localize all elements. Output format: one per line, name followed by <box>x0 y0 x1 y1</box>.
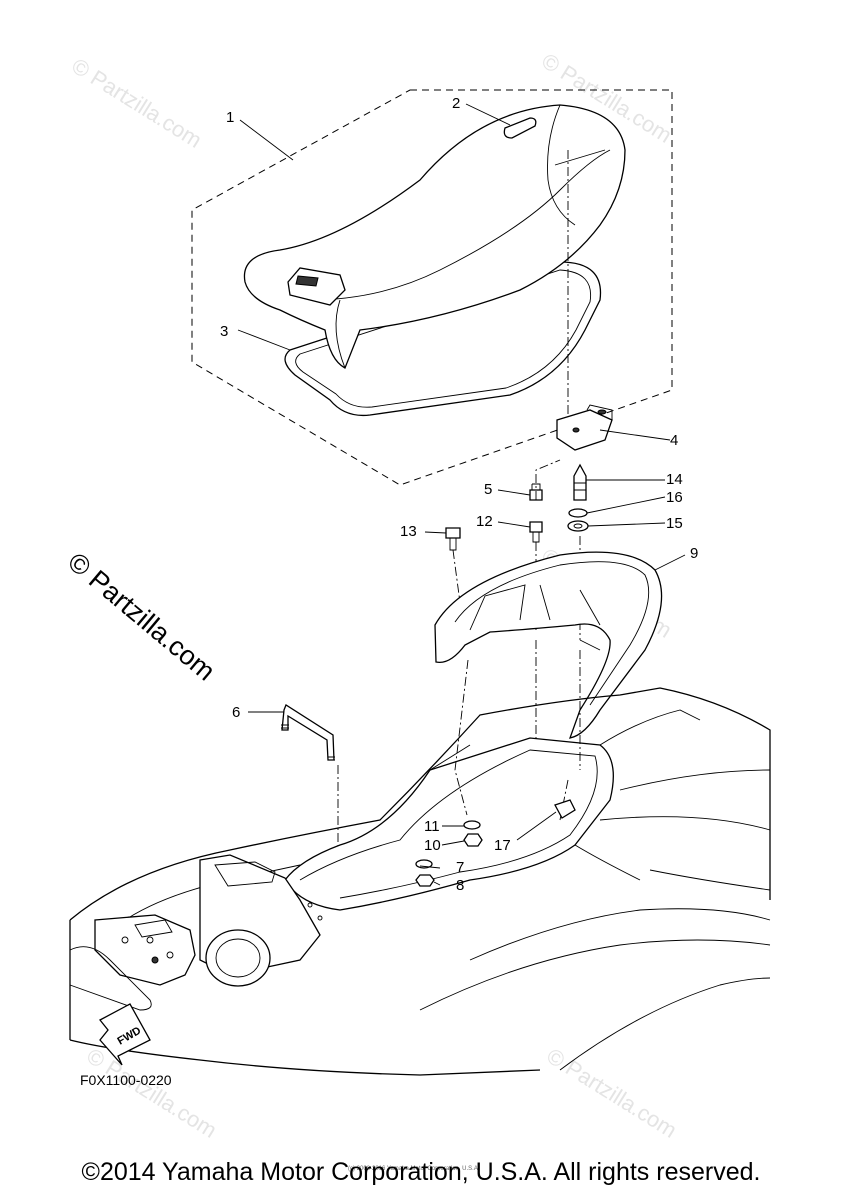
callout-6: 6 <box>232 704 240 721</box>
latch-hardware <box>445 404 613 641</box>
nut-part-10 <box>463 833 483 847</box>
washer-part-16 <box>568 508 588 518</box>
watermark-small: © Partzilla.com <box>542 1043 681 1143</box>
watermark-large: © Partzilla.com <box>62 547 221 687</box>
washer-part-15 <box>567 520 589 532</box>
striker-part-14 <box>573 463 587 501</box>
callout-5: 5 <box>484 481 492 498</box>
part-code: F0X1100-0220 <box>80 1072 172 1088</box>
callout-12: 12 <box>476 513 493 530</box>
steering-plate <box>94 914 196 986</box>
leader-lines <box>237 103 686 886</box>
nut-part-8 <box>415 874 435 887</box>
callout-2: 2 <box>452 95 460 112</box>
clip-part-17 <box>554 799 576 819</box>
hook-part-6 <box>281 704 339 905</box>
bolt-part-13 <box>445 527 461 539</box>
hull-deck <box>69 640 771 1076</box>
gauge-hole <box>205 929 271 987</box>
seat-assembly <box>191 89 673 486</box>
callout-16: 16 <box>666 489 683 506</box>
rear-grip-part-9 <box>434 551 663 739</box>
latch-bracket-part-4 <box>556 409 613 451</box>
callout-7: 7 <box>456 859 464 876</box>
callouts: 1 2 3 4 5 6 7 8 9 10 11 12 13 14 15 16 1… <box>220 95 698 894</box>
callout-17: 17 <box>494 837 511 854</box>
callout-13: 13 <box>400 523 417 540</box>
washer-part-11 <box>463 820 481 830</box>
callout-10: 10 <box>424 837 441 854</box>
callout-3: 3 <box>220 323 228 340</box>
callout-14: 14 <box>666 471 683 488</box>
watermark-small: © Partzilla.com <box>67 53 206 153</box>
callout-1: 1 <box>226 109 234 126</box>
callout-11: 11 <box>424 818 440 835</box>
fine-print: (c) 2008-2016 Yamaha Motor Corporation, … <box>348 1166 480 1172</box>
seat-handle-part-2 <box>503 117 537 139</box>
callout-8: 8 <box>456 877 464 894</box>
callout-4: 4 <box>670 432 678 449</box>
callout-9: 9 <box>690 545 698 562</box>
watermark-small: © Partzilla.com <box>82 1043 221 1143</box>
callout-15: 15 <box>666 515 683 532</box>
seat-well <box>284 737 614 911</box>
seat-frame-part-3 <box>284 261 602 417</box>
bolt-part-12 <box>529 521 543 533</box>
footer-copyright: ©2014 Yamaha Motor Corporation, U.S.A. A… <box>81 1158 761 1186</box>
fwd-arrow: FWD <box>99 1003 151 1066</box>
